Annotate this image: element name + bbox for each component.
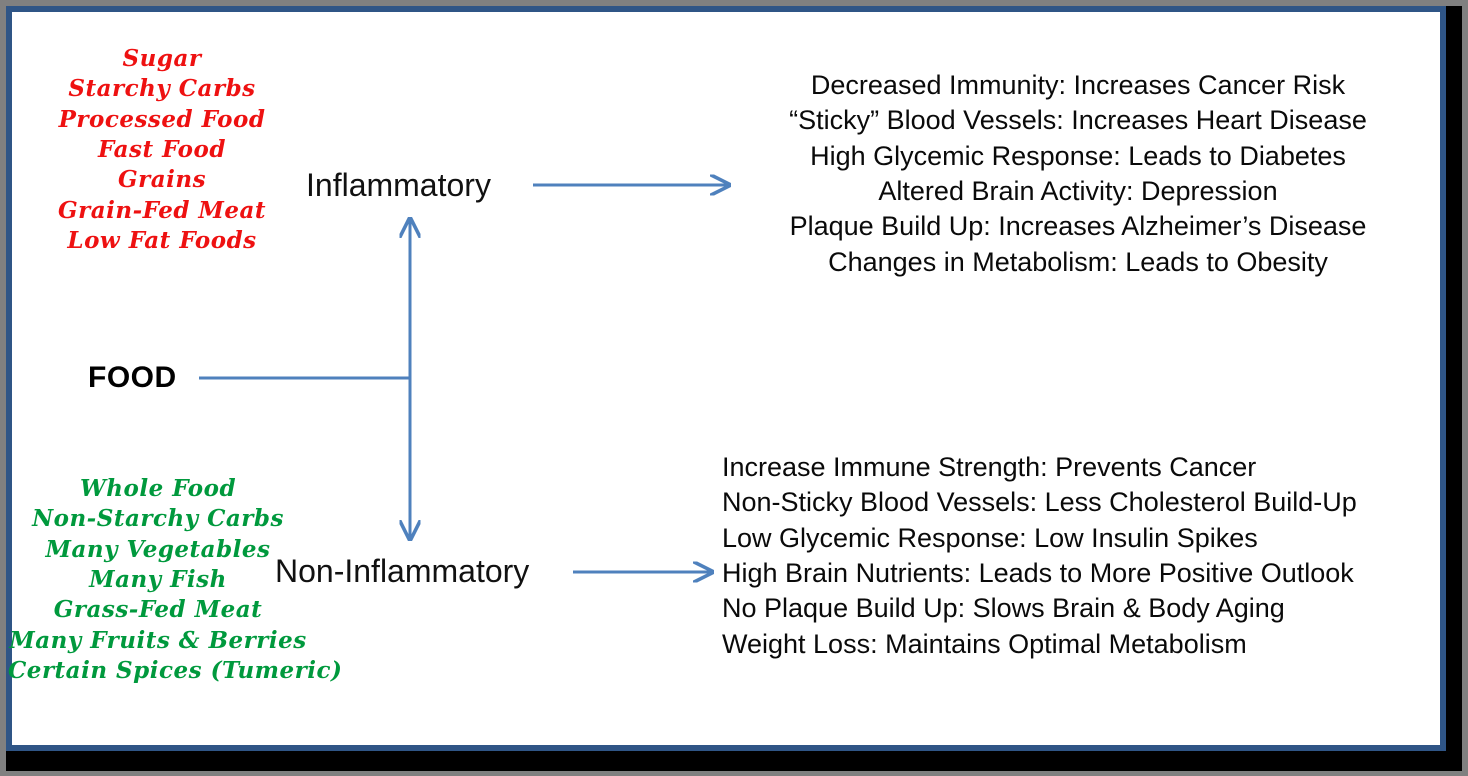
outcome-line: Increase Immune Strength: Prevents Cance… [722, 452, 1257, 482]
list-item: Non-Starchy Carbs [32, 505, 284, 533]
list-item: Many Fruits & Berries [9, 626, 307, 654]
inflammatory-outcomes-list: Decreased Immunity: Increases Cancer Ris… [728, 68, 1428, 280]
non-inflammatory-outcomes-list: Increase Immune Strength: Prevents Cance… [722, 450, 1357, 662]
outcome-line: High Brain Nutrients: Leads to More Posi… [722, 558, 1354, 589]
list-item: Starchy Carbs [68, 75, 256, 103]
list-item: Grass-Fed Meat [53, 596, 263, 624]
branch-label-inflammatory: Inflammatory [306, 167, 491, 203]
branch-label-non-inflammatory: Non-Inflammatory [275, 553, 530, 589]
outcome-line: Changes in Metabolism: Leads to Obesity [828, 246, 1328, 277]
outcome-line: No Plaque Build Up: Slows Brain & Body A… [722, 593, 1285, 624]
outcome-line: Weight Loss: Maintains Optimal Metabolis… [722, 628, 1247, 659]
food-root-label: FOOD [88, 361, 177, 394]
outcome-line: Altered Brain Activity: Depression [878, 176, 1278, 207]
list-item: Grain-Fed Meat [57, 196, 267, 224]
outcome-line: Non-Sticky Blood Vessels: Less Cholester… [722, 487, 1357, 518]
list-item: Sugar [122, 45, 202, 72]
outcome-line: High Glycemic Response: Leads to Diabete… [810, 140, 1346, 171]
outcome-line: Plaque Build Up: Increases Alzheimer’s D… [789, 211, 1367, 242]
outcome-line: Decreased Immunity: Increases Cancer Ris… [810, 70, 1346, 100]
list-item: Many Vegetables [45, 535, 271, 563]
outcome-line: “Sticky” Blood Vessels: Increases Heart … [789, 105, 1367, 136]
list-item: Processed Food [58, 105, 266, 133]
list-item: Many Fish [89, 566, 227, 594]
list-item: Certain Spices (Tumeric) [8, 657, 343, 685]
outcome-line: Low Glycemic Response: Low Insulin Spike… [722, 522, 1258, 553]
list-item: Whole Food [79, 475, 237, 502]
inflammatory-food-list: Sugar Starchy Carbs Processed Food Fast … [22, 44, 302, 257]
list-item: Low Fat Foods [67, 227, 257, 255]
list-item: Grains [117, 166, 207, 194]
list-item: Fast Food [98, 136, 226, 164]
non-inflammatory-food-list: Whole Food Non-Starchy Carbs Many Vegeta… [8, 474, 343, 687]
